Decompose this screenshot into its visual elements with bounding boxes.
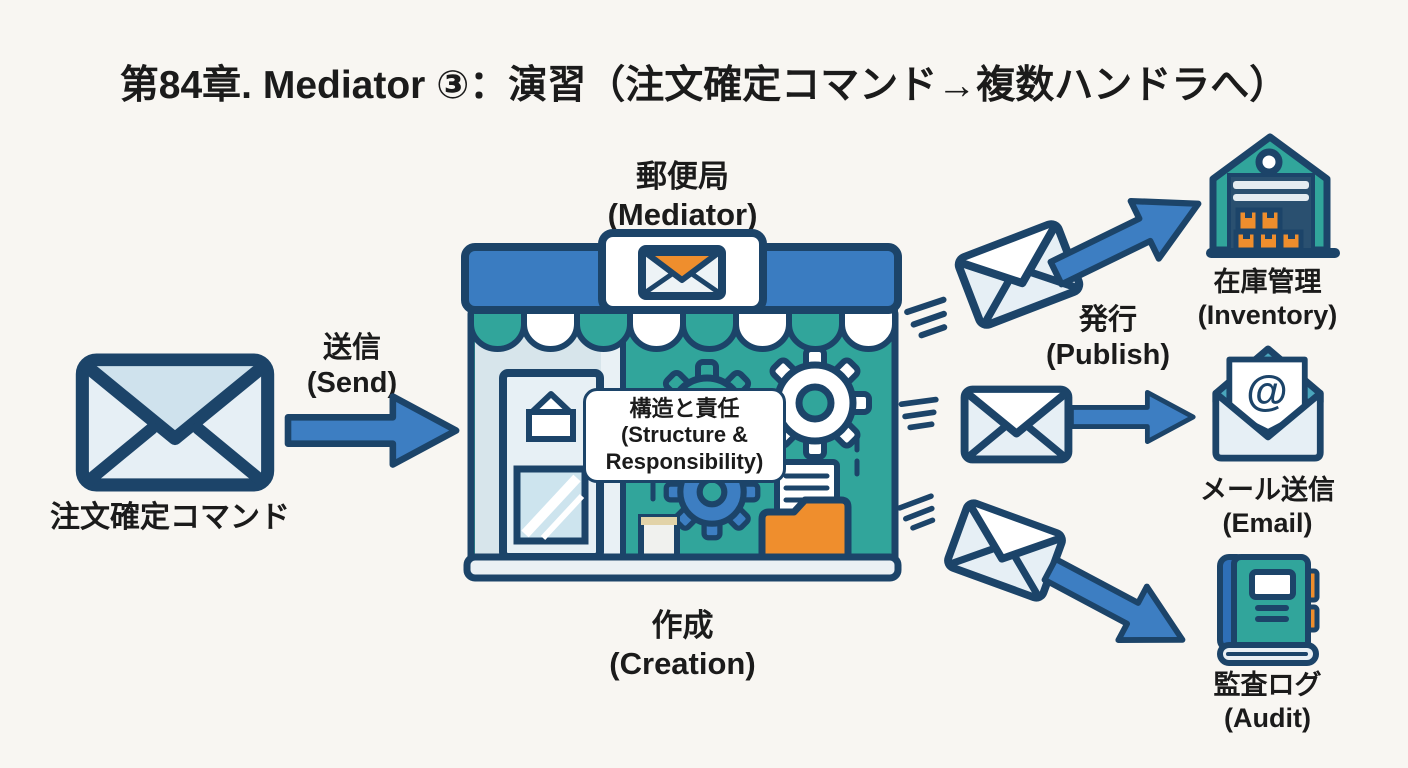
- send-label-en: (Send): [306, 367, 398, 400]
- publish-arrow-email-icon: [1069, 389, 1196, 445]
- flying-envelope-icon: [944, 499, 1066, 602]
- mediator-label: 郵便局 (Mediator): [530, 158, 835, 234]
- send-arrow-icon: [284, 393, 460, 468]
- publish-label: 発行 (Publish): [1018, 303, 1198, 374]
- awning: [468, 307, 898, 352]
- overlay-line3: Responsibility): [605, 448, 764, 474]
- creation-label: 作成 (Creation): [530, 607, 835, 683]
- publish-arrow-audit-icon: [1041, 556, 1186, 644]
- send-label-ja: 送信: [322, 332, 381, 364]
- mediator-sign-envelope-icon: [598, 229, 767, 314]
- handler-email-label: メール送信 (Email): [1155, 474, 1380, 540]
- post-office-storefront-icon: [461, 229, 902, 582]
- handler-inventory-ja: 在庫管理: [1213, 267, 1322, 297]
- at-symbol: @: [1246, 367, 1288, 415]
- audit-book-icon: [1217, 554, 1320, 666]
- speed-lines-icon: [896, 493, 936, 531]
- handler-audit-en: (Audit): [1224, 702, 1311, 733]
- structure-responsibility-overlay: 構造と責任 (Structure & Responsibility): [583, 388, 786, 483]
- publish-label-ja: 発行: [1078, 304, 1137, 336]
- mediator-label-ja: 郵便局: [636, 159, 729, 194]
- handler-email-en: (Email): [1222, 507, 1313, 538]
- handler-inventory-label: 在庫管理 (Inventory): [1155, 266, 1380, 332]
- page-title: 第84章. Mediator ③：演習（注文確定コマンド→複数ハンドラへ）: [119, 64, 1289, 107]
- speed-lines-icon: [898, 396, 939, 431]
- creation-label-ja: 作成: [651, 608, 714, 643]
- creation-label-en: (Creation): [609, 645, 756, 681]
- order-command-label: 注文確定コマンド: [50, 501, 290, 534]
- overlay-line2: (Structure &: [620, 422, 749, 448]
- document-folder-icon: [758, 459, 852, 562]
- warehouse-icon: [1206, 133, 1340, 258]
- email-open-icon: @: [1212, 345, 1324, 462]
- publish-arrow-inventory-icon: [1047, 197, 1202, 288]
- order-command-envelope-icon: [75, 353, 275, 492]
- speed-lines-icon: [904, 296, 948, 339]
- handler-inventory-en: (Inventory): [1197, 299, 1338, 330]
- overlay-line1: 構造と責任: [629, 395, 740, 421]
- handler-audit-ja: 監査ログ: [1213, 670, 1322, 700]
- handler-email-ja: メール送信: [1200, 475, 1335, 505]
- flying-envelope-icon: [960, 385, 1073, 464]
- handler-audit-label: 監査ログ (Audit): [1155, 669, 1380, 735]
- publish-label-en: (Publish): [1045, 339, 1171, 372]
- flying-envelope-icon: [954, 220, 1084, 329]
- send-label: 送信 (Send): [262, 331, 442, 402]
- mediator-label-en: (Mediator): [607, 196, 758, 232]
